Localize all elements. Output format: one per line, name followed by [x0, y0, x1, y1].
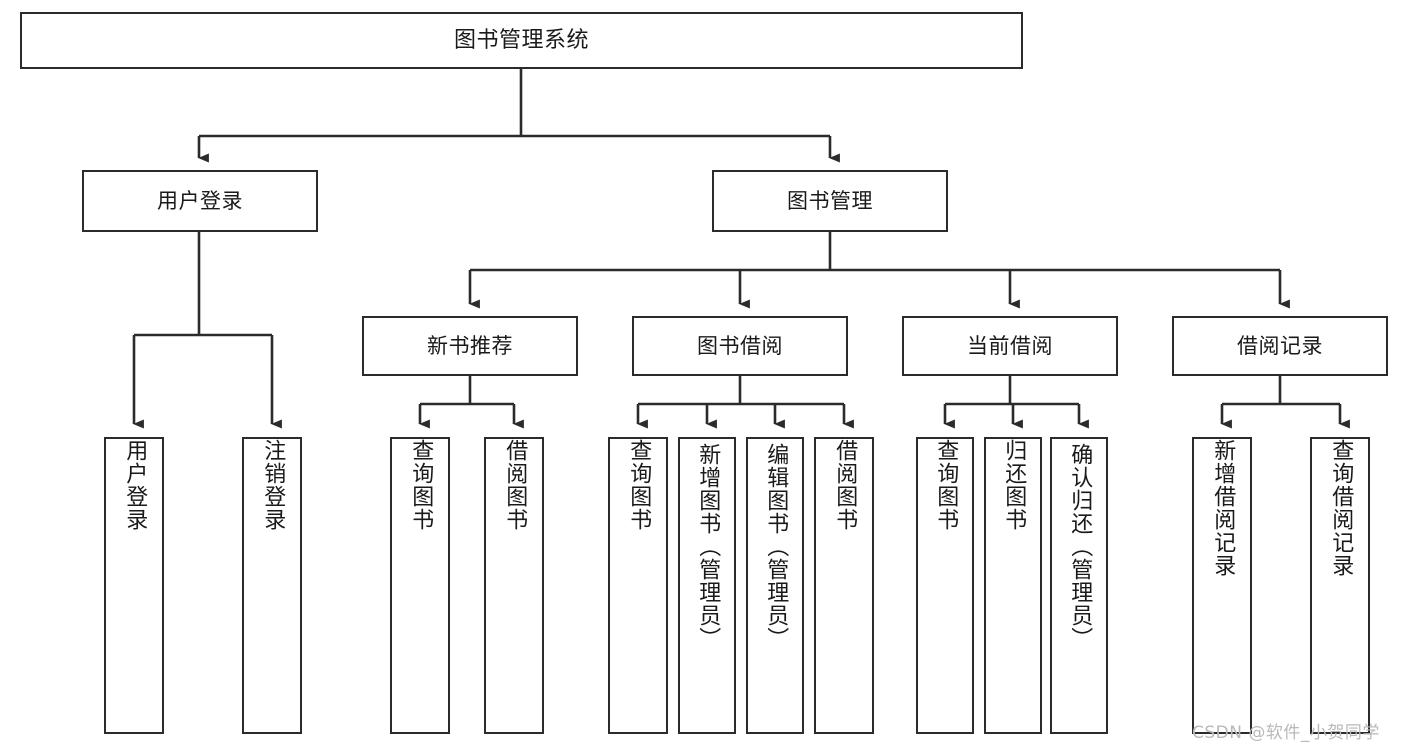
- node-new-book-rec[interactable]: 新书推荐: [362, 316, 578, 376]
- node-book-manage[interactable]: 图书管理: [712, 170, 948, 232]
- node-leaf-confirm-return[interactable]: 确认归还（管理员）: [1050, 437, 1108, 734]
- node-leaf-query-book-3-label: 查询图书: [933, 439, 959, 531]
- node-leaf-logout[interactable]: 注销登录: [242, 437, 302, 734]
- node-root-label: 图书管理系统: [453, 27, 589, 53]
- node-leaf-query-book-3[interactable]: 查询图书: [916, 437, 974, 734]
- node-leaf-return-book[interactable]: 归还图书: [984, 437, 1042, 734]
- node-borrow-record[interactable]: 借阅记录: [1172, 316, 1388, 376]
- node-leaf-borrow-book-2[interactable]: 借阅图书: [814, 437, 874, 734]
- node-leaf-add-record[interactable]: 新增借阅记录: [1192, 437, 1252, 734]
- node-current-borrow-label: 当前借阅: [967, 333, 1053, 358]
- node-leaf-query-record-label: 查询借阅记录: [1328, 439, 1354, 577]
- node-leaf-borrow-book-1-label: 借阅图书: [502, 439, 528, 531]
- node-leaf-logout-label: 注销登录: [260, 439, 286, 531]
- node-leaf-add-book-label: 新增图书（管理员）: [695, 443, 721, 650]
- node-leaf-return-book-label: 归还图书: [1001, 439, 1027, 531]
- node-book-manage-label: 图书管理: [787, 188, 873, 213]
- node-leaf-borrow-book-1[interactable]: 借阅图书: [484, 437, 544, 734]
- node-user-login-label: 用户登录: [157, 188, 243, 213]
- node-leaf-edit-book-label: 编辑图书（管理员）: [763, 443, 789, 650]
- node-new-book-rec-label: 新书推荐: [427, 333, 513, 358]
- node-current-borrow[interactable]: 当前借阅: [902, 316, 1118, 376]
- node-leaf-edit-book[interactable]: 编辑图书（管理员）: [746, 437, 804, 734]
- node-leaf-confirm-return-label: 确认归还（管理员）: [1067, 443, 1093, 650]
- node-root[interactable]: 图书管理系统: [20, 12, 1023, 69]
- watermark-text: CSDN @软件_小贺同学: [1192, 723, 1380, 743]
- node-leaf-borrow-book-2-label: 借阅图书: [832, 439, 858, 531]
- node-leaf-query-book-1-label: 查询图书: [408, 439, 434, 531]
- node-leaf-query-book-1[interactable]: 查询图书: [390, 437, 450, 734]
- node-borrow-record-label: 借阅记录: [1237, 333, 1323, 358]
- node-leaf-add-record-label: 新增借阅记录: [1210, 439, 1236, 577]
- node-leaf-user-login-label: 用户登录: [122, 439, 148, 531]
- node-user-login[interactable]: 用户登录: [82, 170, 318, 232]
- node-leaf-add-book[interactable]: 新增图书（管理员）: [678, 437, 736, 734]
- node-book-borrow[interactable]: 图书借阅: [632, 316, 848, 376]
- node-leaf-query-book-2[interactable]: 查询图书: [608, 437, 668, 734]
- node-book-borrow-label: 图书借阅: [697, 333, 783, 358]
- node-leaf-query-book-2-label: 查询图书: [626, 439, 652, 531]
- node-leaf-user-login[interactable]: 用户登录: [104, 437, 164, 734]
- node-leaf-query-record[interactable]: 查询借阅记录: [1310, 437, 1370, 734]
